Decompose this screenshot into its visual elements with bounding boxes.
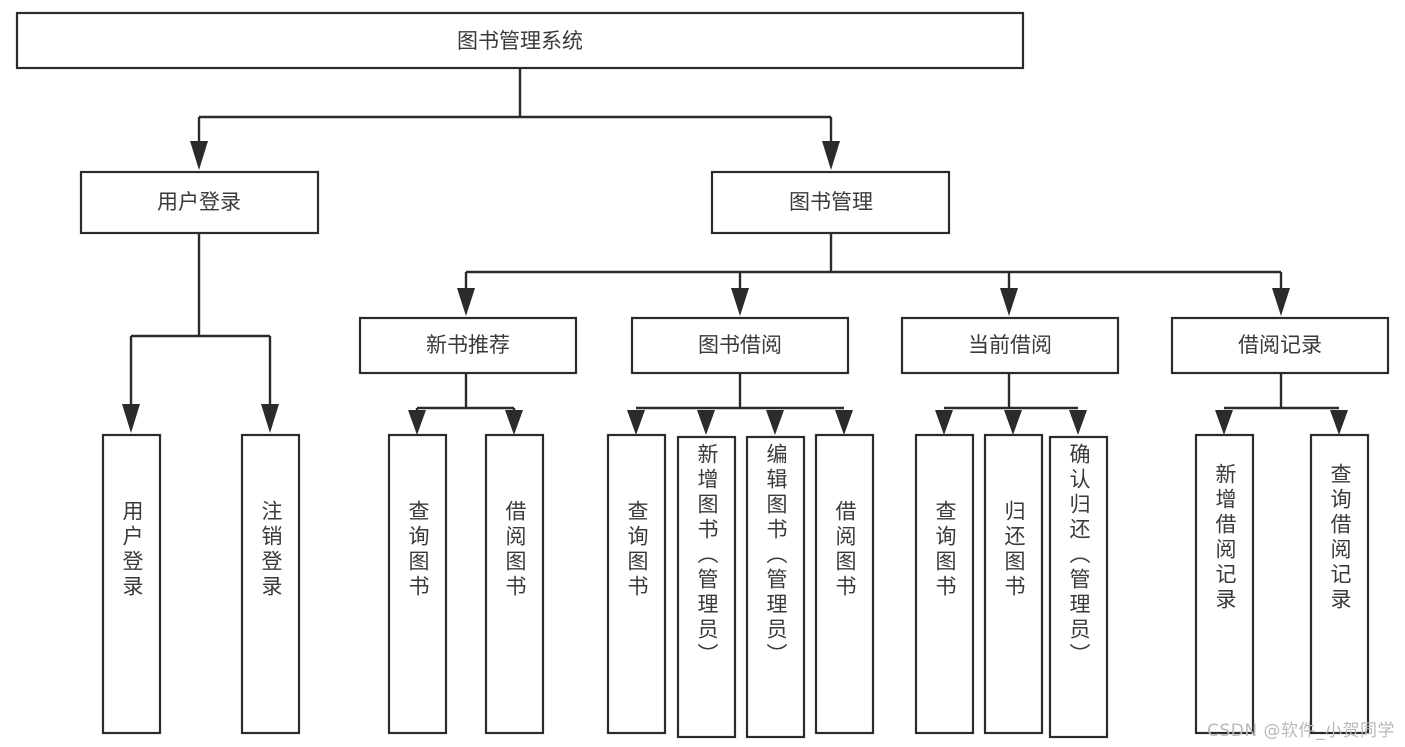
arrow-newbook-leaf-1	[408, 410, 426, 435]
node-root-box[interactable]	[15, 11, 1025, 70]
node-new-book-recommend-box[interactable]	[358, 316, 578, 375]
connector-group-current-borrow	[935, 373, 1087, 435]
node-book-management-box[interactable]	[710, 170, 951, 235]
node-new-book-recommend-label: 新书推荐	[426, 333, 510, 357]
arrow-bookmgmt-to-new	[457, 288, 475, 316]
arrow-root-to-user-login	[190, 141, 208, 170]
leaf-box-new-book-2[interactable]	[484, 433, 545, 735]
node-book-management-label: 图书管理	[789, 190, 873, 214]
arrow-root-to-book-mgmt	[822, 141, 840, 170]
leaf-box-current-borrow-3[interactable]	[1048, 435, 1109, 739]
leaf-box-current-borrow-1[interactable]	[914, 433, 975, 735]
arrow-userlogin-leaf-1	[122, 404, 140, 433]
connector-group-borrow-record	[1215, 373, 1348, 435]
csdn-watermark: CSDN @软件_小贺同学	[1207, 721, 1395, 741]
arrow-newbook-leaf-2	[505, 410, 523, 435]
connector-group-book-borrow	[627, 373, 853, 435]
leaf-box-book-borrow-3[interactable]	[745, 435, 806, 739]
connector-group-root	[190, 68, 840, 170]
node-borrow-record-label: 借阅记录	[1238, 333, 1322, 357]
leaf-box-user-login-2[interactable]	[240, 433, 301, 735]
arrow-bookborrow-leaf-3	[766, 410, 784, 435]
connector-group-new-book	[408, 373, 523, 435]
connector-group-book-mgmt	[457, 233, 1290, 316]
node-book-borrow-box[interactable]	[630, 316, 850, 375]
leaf-box-borrow-record-1[interactable]	[1194, 433, 1255, 735]
leaf-box-borrow-record-2[interactable]	[1309, 433, 1370, 735]
arrow-currentborrow-leaf-2	[1004, 410, 1022, 435]
leaf-box-new-book-1[interactable]	[387, 433, 448, 735]
leaf-box-book-borrow-4[interactable]	[814, 433, 875, 735]
arrow-bookmgmt-to-borrow	[731, 288, 749, 316]
arrow-userlogin-leaf-2	[261, 404, 279, 433]
arrow-currentborrow-leaf-1	[935, 410, 953, 435]
connector-group-user-login	[122, 233, 279, 433]
node-book-borrow-label: 图书借阅	[698, 333, 782, 357]
arrow-bookborrow-leaf-4	[835, 410, 853, 435]
node-user-login-box[interactable]	[79, 170, 320, 235]
node-borrow-record-box[interactable]	[1170, 316, 1390, 375]
leaf-box-book-borrow-2[interactable]	[676, 435, 737, 739]
leaf-box-current-borrow-2[interactable]	[983, 433, 1044, 735]
node-current-borrow-box[interactable]	[900, 316, 1120, 375]
arrow-bookmgmt-to-record	[1272, 288, 1290, 316]
arrow-currentborrow-leaf-3	[1069, 410, 1087, 435]
node-root-label: 图书管理系统	[457, 29, 583, 53]
arrow-borrowrecord-leaf-1	[1215, 410, 1233, 435]
arrow-borrowrecord-leaf-2	[1330, 410, 1348, 435]
node-current-borrow-label: 当前借阅	[968, 333, 1052, 357]
leaf-box-user-login-1[interactable]	[101, 433, 162, 735]
arrow-bookborrow-leaf-1	[627, 410, 645, 435]
leaf-box-book-borrow-1[interactable]	[606, 433, 667, 735]
arrow-bookborrow-leaf-2	[697, 410, 715, 435]
node-user-login-label: 用户登录	[157, 190, 241, 214]
arrow-bookmgmt-to-current	[1000, 288, 1018, 316]
